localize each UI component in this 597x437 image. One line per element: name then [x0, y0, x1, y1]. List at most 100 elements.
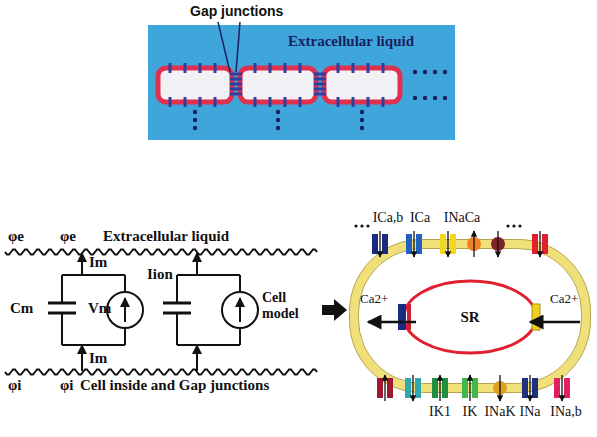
block-arrow [322, 299, 347, 321]
continuation-dot [512, 224, 515, 227]
cell [324, 68, 400, 102]
potential-label: φi [60, 377, 74, 394]
ion-flux-arrow [529, 375, 530, 401]
gap-junction [230, 83, 242, 86]
gap-junction [230, 73, 242, 76]
continuation-dot [413, 96, 417, 100]
current-label: INaK [484, 404, 515, 420]
current-label: INaCa [444, 210, 481, 226]
membrane-channel [199, 63, 202, 73]
membrane-channel [299, 97, 302, 107]
continuation-dot [193, 110, 197, 114]
continuation-dot [276, 126, 280, 130]
continuation-dot [413, 70, 417, 74]
cell [158, 68, 232, 102]
sr-compartment: SR [402, 281, 538, 353]
current-arrow [81, 253, 83, 275]
membrane-channel [382, 97, 385, 107]
ion-flux-arrow [473, 231, 474, 257]
continuation-dot [360, 110, 364, 114]
ion-channel [405, 378, 411, 398]
membrane-channel [214, 63, 217, 73]
current-source [107, 292, 143, 328]
ion-flux-arrow [412, 375, 413, 401]
cell-membrane [354, 244, 586, 388]
continuation-dot [276, 110, 280, 114]
wire [176, 313, 178, 345]
membrane-channel [254, 63, 257, 73]
membrane-channel [337, 63, 340, 73]
wire [61, 275, 63, 303]
wire [177, 344, 240, 346]
ion-channel [442, 378, 448, 398]
ion-channel [377, 378, 383, 398]
current-label: Im [89, 254, 107, 271]
current-arrow [196, 253, 198, 275]
gap-junction [314, 83, 326, 86]
extracellular-region [148, 25, 455, 140]
membrane-channel [299, 63, 302, 73]
wire [177, 274, 240, 276]
cell-model-label: Cell model [262, 290, 318, 322]
continuation-dot [360, 126, 364, 130]
current-source-arrow [124, 298, 126, 322]
ion-channel [532, 234, 538, 254]
membrane-channel [184, 63, 187, 73]
gap-junction [314, 93, 326, 96]
membrane-channel [284, 97, 287, 107]
capacitor-plate [48, 302, 76, 305]
sr-release-channel [398, 304, 406, 330]
membrane-channel [352, 97, 355, 107]
continuation-dot [276, 118, 280, 122]
current-label: INa [520, 404, 541, 420]
cell-membrane-edge [350, 240, 591, 393]
current-label: Iion [147, 266, 173, 283]
ion-channel [432, 378, 438, 398]
current-arrow [81, 345, 83, 371]
continuation-dot [423, 70, 427, 74]
wire [239, 275, 241, 292]
current-label: INa,b [550, 404, 582, 420]
ion-channel [532, 378, 538, 398]
membrane-channel [169, 63, 172, 73]
ion-label: Ca2+ [550, 291, 578, 307]
region-label: Cell inside and Gap junctions [80, 377, 269, 394]
gap-junction [314, 73, 326, 76]
wire [62, 274, 125, 276]
continuation-dot [433, 96, 437, 100]
cell [240, 68, 316, 102]
region-label: Extracellular liquid [288, 33, 414, 50]
sr-release-channel [407, 304, 411, 330]
gap-junction [314, 78, 326, 81]
sr-membrane [404, 281, 536, 353]
current-label: ICa,b [373, 210, 404, 226]
current-source-arrow [239, 298, 241, 322]
intracellular-line [5, 369, 317, 374]
potential-label: φi [8, 377, 22, 394]
ion-channel [554, 378, 560, 398]
ion-channel [387, 378, 393, 398]
potential-label: φe [60, 228, 76, 245]
continuation-dot [366, 224, 369, 227]
ion-channel [382, 234, 388, 254]
membrane-channel [284, 63, 287, 73]
leader-line [218, 22, 230, 72]
gap-junction [314, 88, 326, 91]
wire [124, 328, 126, 345]
current-arrow [196, 345, 198, 371]
continuation-dot [360, 118, 364, 122]
membrane-channel [184, 97, 187, 107]
continuation-dot [360, 224, 363, 227]
cell-model: SRCa2+Ca2+ [350, 240, 591, 393]
ion-flux-arrow [413, 231, 414, 257]
cell-membrane-edge [359, 249, 582, 384]
extracellular-line [5, 249, 317, 254]
membrane-channel [199, 97, 202, 107]
ion-flux-arrow [384, 375, 385, 401]
tissue-region: Extracellular liquid [148, 25, 455, 140]
ion-channel [462, 378, 468, 398]
membrane-channel [269, 97, 272, 107]
membrane-channel [367, 63, 370, 73]
gap-junction [230, 93, 242, 96]
continuation-dot [518, 224, 521, 227]
